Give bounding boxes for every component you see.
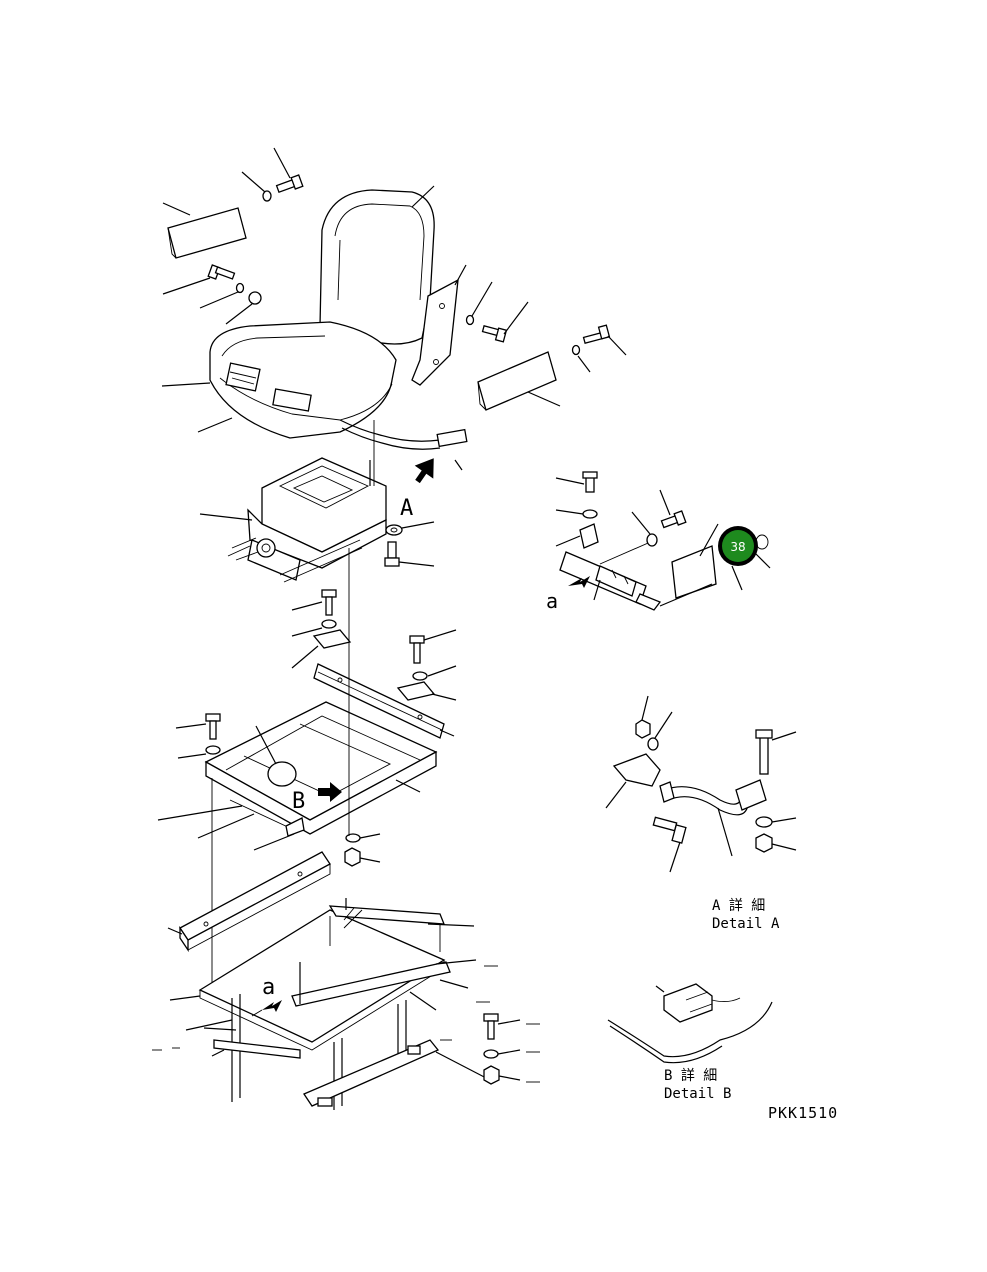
view-b-letter: B (292, 789, 305, 814)
leader-dashes (152, 965, 540, 1083)
seat-base-frame (169, 898, 491, 1110)
view-arrow-a-lower: a (251, 975, 282, 1017)
seat-belt-buckle (225, 362, 312, 412)
detail-a-en: Detail A (712, 916, 780, 932)
assembly-guide-lines (211, 420, 375, 994)
detail-b-en: Detail B (664, 1086, 731, 1102)
bolt-washer-nut-lower (483, 1013, 521, 1085)
detail-b-jp: B 詳 細 (664, 1068, 717, 1084)
bolt-top-right (465, 281, 627, 373)
slide-rail-upper (313, 663, 455, 739)
seat-suspension (199, 457, 387, 583)
arrow-a-lower-letter: a (262, 975, 275, 1000)
mounting-plate (157, 701, 438, 851)
bolt-a-vertical (384, 541, 435, 567)
washer-a (385, 521, 435, 536)
bolt-mid-left (162, 264, 262, 325)
detail-b-drawing (607, 983, 773, 1064)
view-arrow-b: B (292, 782, 342, 814)
detail-a-drawing (605, 695, 797, 873)
callout-number: 38 (730, 540, 745, 554)
seat-cushion (161, 321, 397, 439)
armrest-right (477, 351, 561, 411)
arrow-a-upper-letter: a (546, 589, 558, 613)
nut-washer-center (344, 833, 381, 867)
drawing-code: PKK1510 (768, 1104, 838, 1122)
view-a-letter: A (400, 496, 413, 521)
detail-a-jp: A 詳 細 (712, 898, 765, 914)
seat-harness-cable (339, 419, 468, 471)
bolt-plate-stack-left (291, 589, 352, 669)
slide-rail-lower (167, 851, 331, 953)
callout-badge-38: 38 (718, 526, 771, 569)
bolt-washer-left (175, 713, 221, 759)
armrest-left (162, 202, 247, 259)
detail-a-caption: A 詳 細 Detail A (712, 898, 780, 932)
bolt-top-left (241, 147, 304, 202)
side-bracket (411, 264, 467, 386)
seat-backrest (319, 185, 435, 345)
bolt-plate-stack-right (396, 629, 457, 701)
view-arrow-a: A (400, 458, 434, 521)
switch-assembly: a (546, 471, 743, 613)
detail-b-caption: B 詳 細 Detail B (664, 1068, 731, 1102)
